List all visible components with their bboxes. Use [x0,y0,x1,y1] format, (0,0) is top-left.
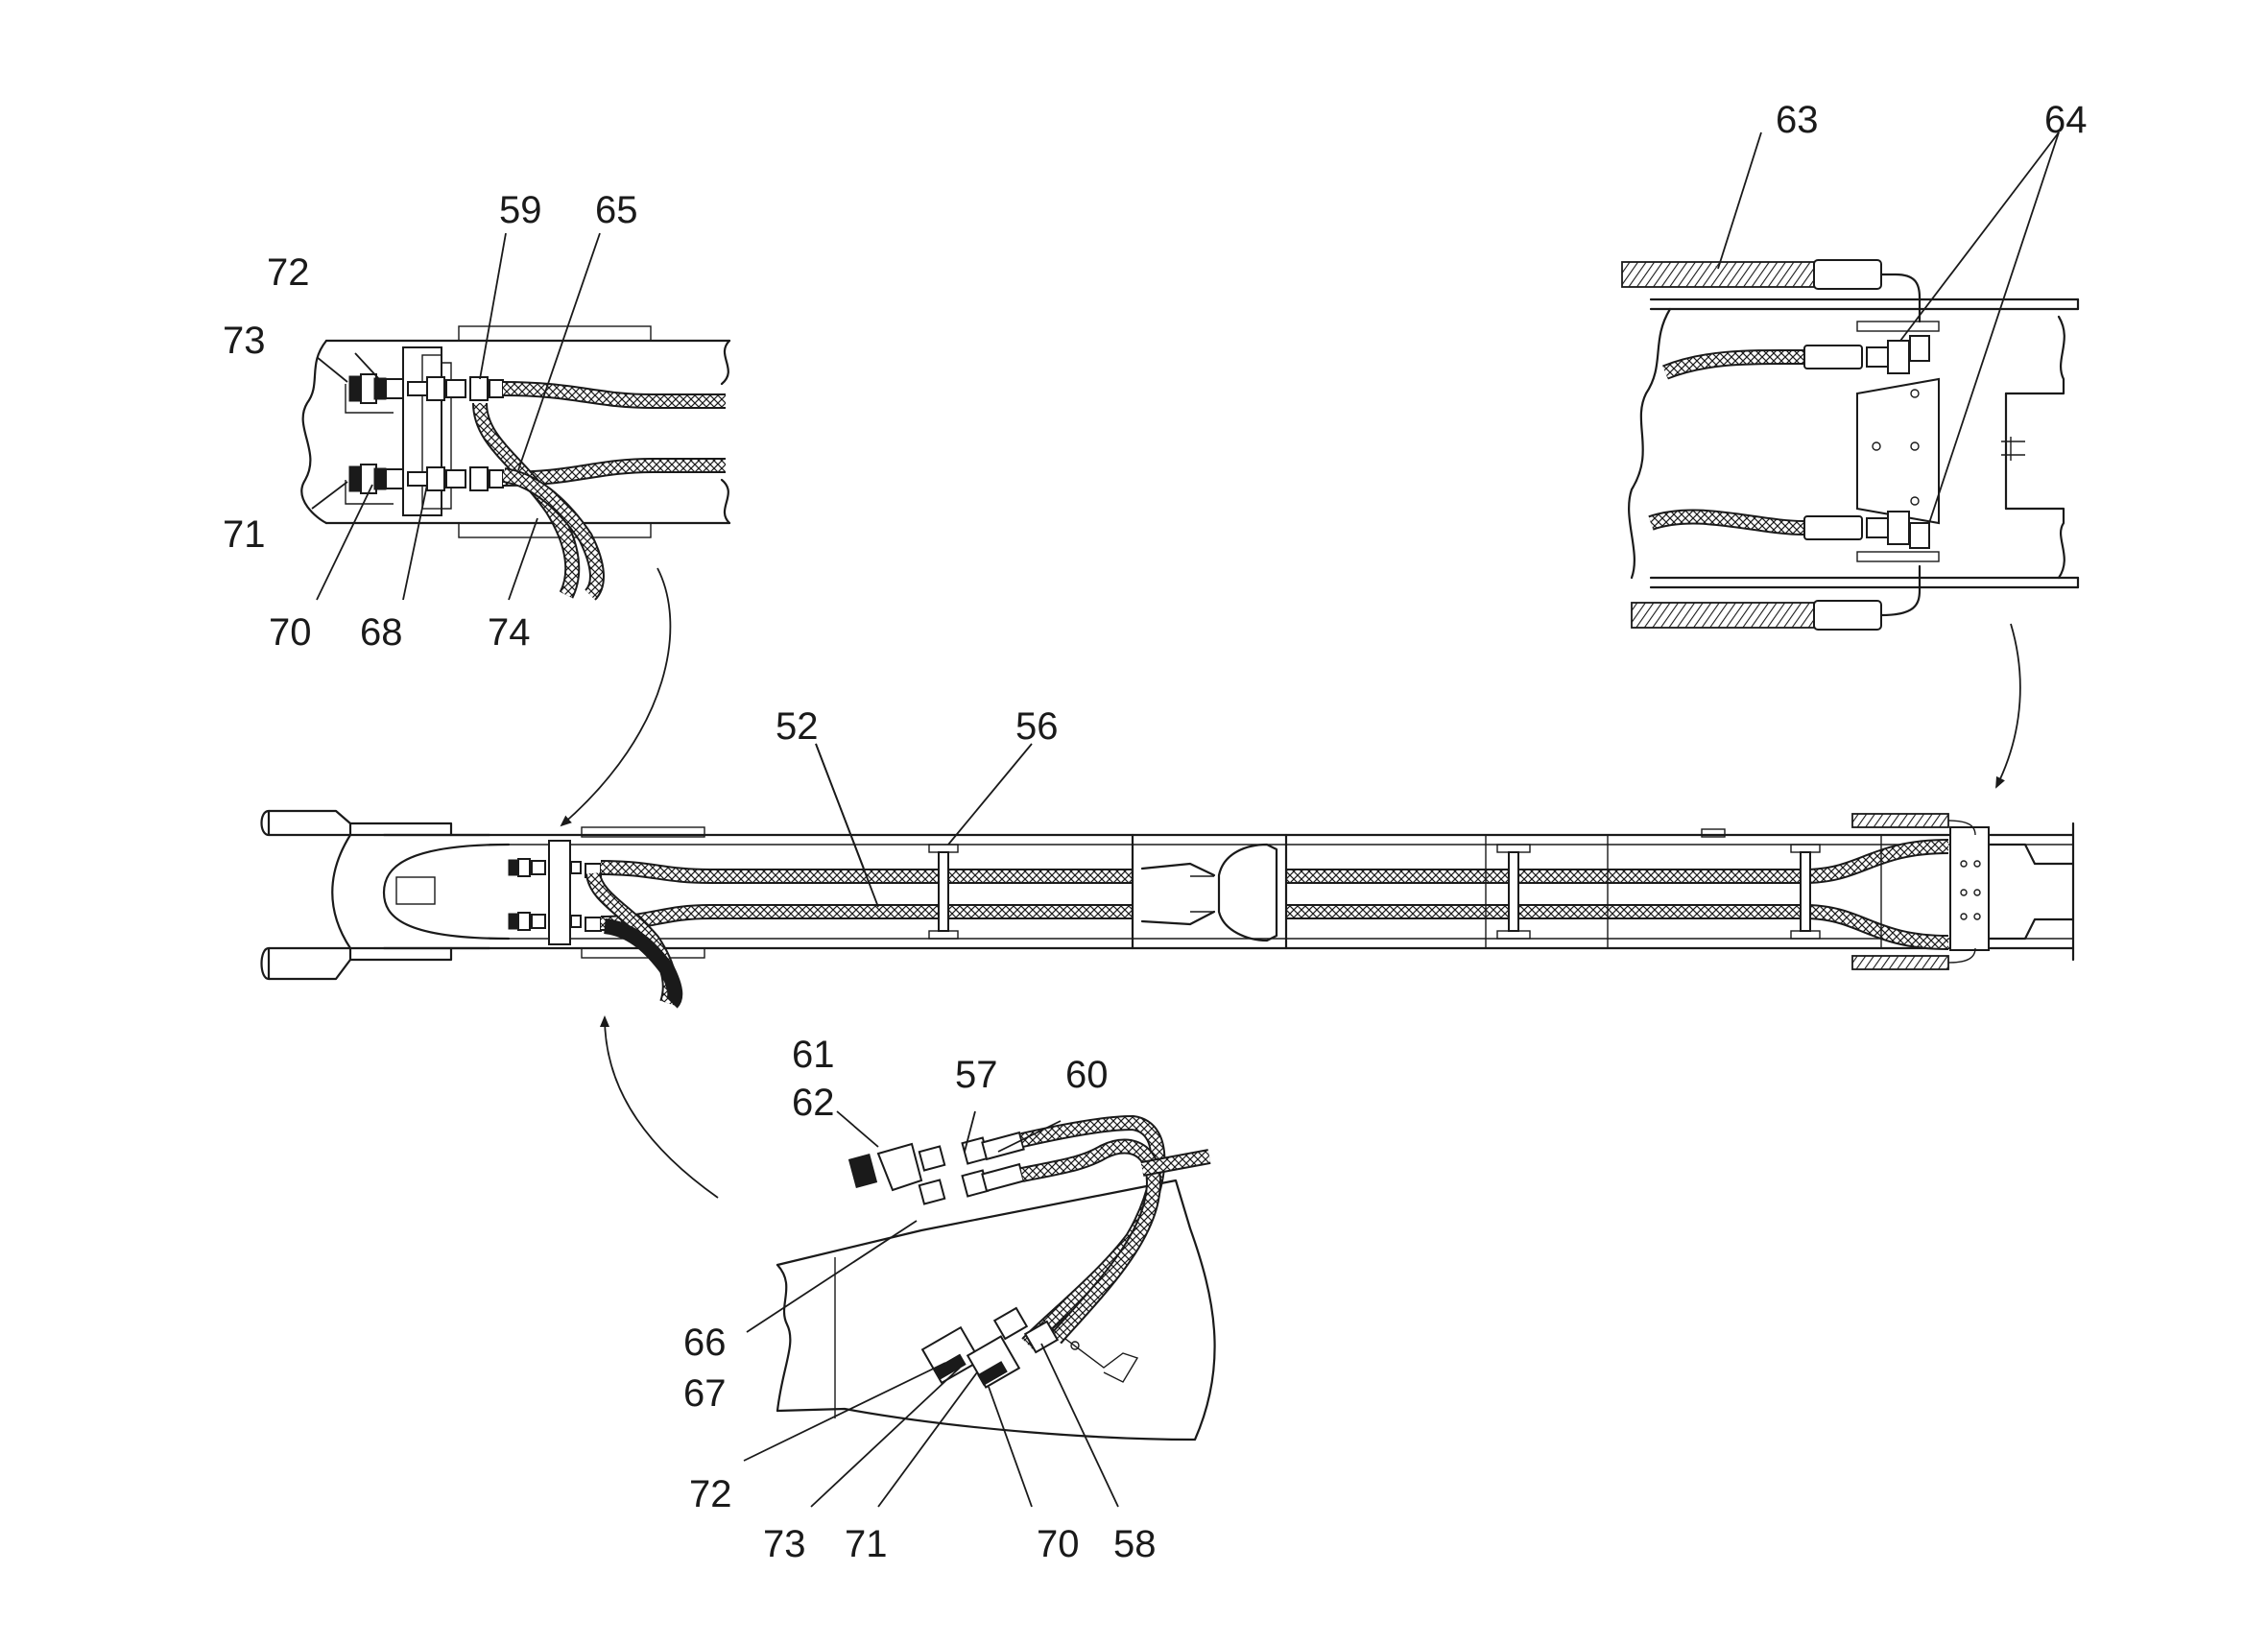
label-66: 66 [683,1322,727,1364]
leader-lines [311,131,2060,1508]
detail-top-left [300,325,731,601]
label-59: 59 [499,189,542,231]
label-67: 67 [683,1372,727,1415]
label-72-bottom: 72 [689,1473,732,1515]
label-63: 63 [1776,99,1819,141]
reference-labels: 72 73 59 65 71 70 68 74 63 64 52 56 61 6… [223,99,2088,1565]
label-60: 60 [1065,1054,1109,1096]
label-73-top: 73 [223,320,266,362]
label-72-top: 72 [267,251,310,294]
upper-coupling [348,373,504,404]
main-beam [260,809,2075,1009]
label-57: 57 [955,1054,998,1096]
label-70-top: 70 [269,611,312,654]
lower-coupling [348,464,504,494]
label-52: 52 [776,705,819,748]
label-71-bottom: 71 [845,1523,888,1565]
hose-spacer [928,844,959,940]
label-56: 56 [1015,705,1059,748]
label-68: 68 [360,611,403,654]
detail-top-right [1621,259,2080,631]
label-62: 62 [792,1082,835,1124]
label-70-bottom: 70 [1037,1523,1080,1565]
detail-bottom [776,1114,1216,1441]
label-73-bottom: 73 [763,1523,806,1565]
label-61: 61 [792,1034,835,1076]
label-74: 74 [488,611,531,654]
label-65: 65 [595,189,638,231]
label-64: 64 [2044,99,2088,141]
label-58: 58 [1113,1523,1157,1565]
label-71-top: 71 [223,513,266,556]
